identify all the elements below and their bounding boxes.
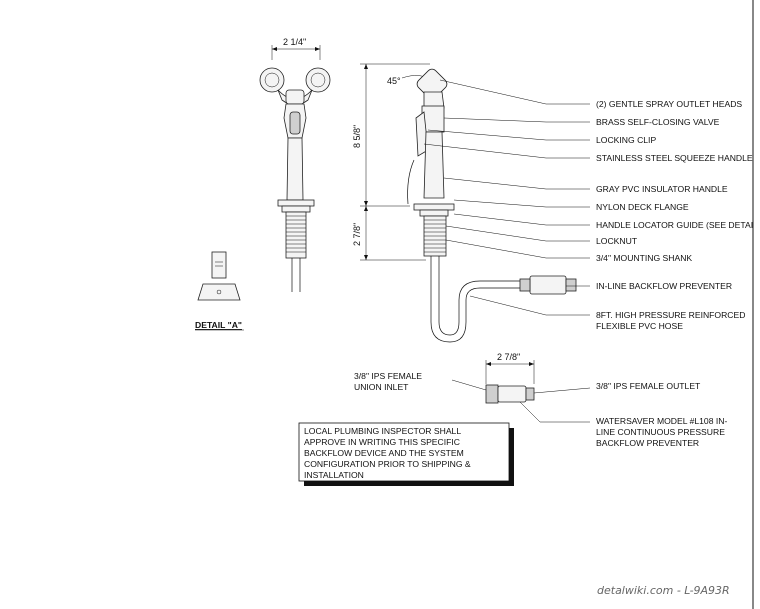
note-line5: INSTALLATION <box>304 470 364 480</box>
callout-spray-heads: (2) GENTLE SPRAY OUTLET HEADS <box>596 99 742 109</box>
side-view: 45° <box>352 63 577 343</box>
outlet-label: 3/8" IPS FEMALE OUTLET <box>596 381 701 391</box>
front-shank-threads <box>285 211 307 259</box>
note-line1: LOCAL PLUMBING INSPECTOR SHALL <box>304 426 461 436</box>
shank-dimension: 2 7/8" <box>352 223 362 246</box>
callout-valve: BRASS SELF-CLOSING VALVE <box>596 117 720 127</box>
callout-squeeze-handle: STAINLESS STEEL SQUEEZE HANDLE <box>596 153 753 163</box>
front-width-dimension: 2 1/4" <box>283 37 306 47</box>
front-view: 2 1/4" <box>259 37 331 292</box>
callout-locking-clip: LOCKING CLIP <box>596 135 656 145</box>
detail-a-figure: DETAIL "A" <box>195 251 244 331</box>
union-inlet-line2: UNION INLET <box>354 382 409 392</box>
callout-locator-guide: HANDLE LOCATOR GUIDE (SEE DETAI <box>596 220 753 230</box>
union-inlet-line1: 3/8" IPS FEMALE <box>354 371 422 381</box>
union-detail: 2 7/8" 3/8" IPS FEMALE UNION INLET 3/8" … <box>354 352 727 448</box>
model-line1: WATERSAVER MODEL #L108 IN- <box>596 416 727 426</box>
callout-labels: (2) GENTLE SPRAY OUTLET HEADS BRASS SELF… <box>596 99 753 331</box>
callout-leaders <box>423 79 590 316</box>
callout-hose-line2: FLEXIBLE PVC HOSE <box>596 321 683 331</box>
watermark-text: detalwiki.com - L-9A93R <box>597 584 730 597</box>
model-line3: BACKFLOW PREVENTER <box>596 438 699 448</box>
hose <box>430 256 530 343</box>
union-length-dimension: 2 7/8" <box>497 352 520 362</box>
callout-locknut: LOCKNUT <box>596 236 638 246</box>
callout-deck-flange: NYLON DECK FLANGE <box>596 202 689 212</box>
callout-backflow-preventer: IN-LINE BACKFLOW PREVENTER <box>596 281 732 291</box>
note-line4: CONFIGURATION PRIOR TO SHIPPING & <box>304 459 471 469</box>
model-line2: LINE CONTINUOUS PRESSURE <box>596 427 725 437</box>
note-line3: BACKFLOW DEVICE AND THE SYSTEM <box>304 448 464 458</box>
height-dimension: 8 5/8" <box>352 125 362 148</box>
detail-a-title: DETAIL "A" <box>195 320 242 330</box>
callout-hose-line1: 8FT. HIGH PRESSURE REINFORCED <box>596 310 745 320</box>
inspector-note-box: LOCAL PLUMBING INSPECTOR SHALL APPROVE I… <box>298 422 514 486</box>
note-line2: APPROVE IN WRITING THIS SPECIFIC <box>304 437 460 447</box>
callout-insulator-handle: GRAY PVC INSULATOR HANDLE <box>596 184 728 194</box>
angle-dimension: 45° <box>387 76 401 86</box>
callout-mounting-shank: 3/4" MOUNTING SHANK <box>596 253 692 263</box>
